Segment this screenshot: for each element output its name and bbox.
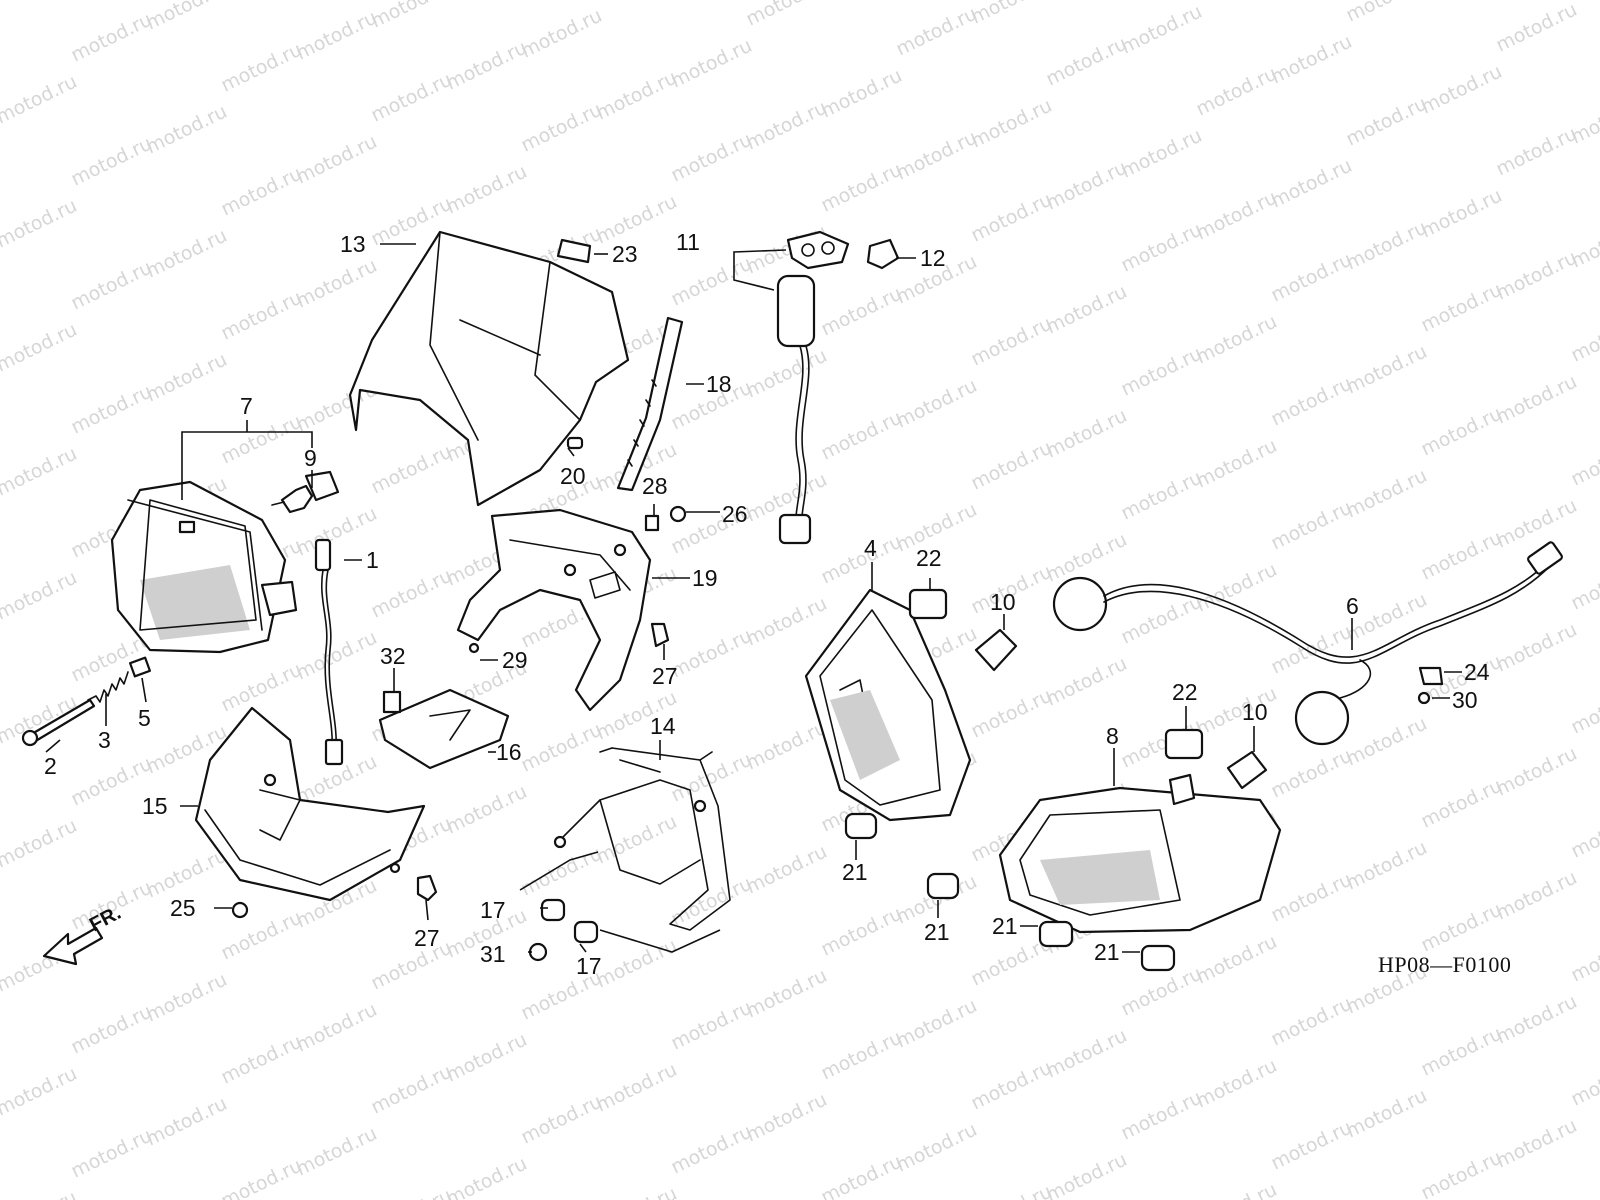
headlight-wire-harness: [1052, 541, 1563, 746]
callout-21-c: 21: [992, 913, 1018, 939]
cap-12: [866, 238, 900, 270]
callout-22-lower: 22: [1172, 679, 1198, 705]
hose-texture: [627, 379, 657, 467]
callout-32: 32: [380, 643, 406, 669]
headlight-4: [804, 588, 972, 822]
bolt-26: [669, 505, 687, 523]
diagram-code: HP08—F0100: [1378, 952, 1511, 977]
callout-10-lower: 10: [1242, 699, 1268, 725]
collar-17-lower: [573, 920, 599, 944]
callout-26: 26: [722, 501, 748, 527]
front-direction-arrow-icon: [42, 926, 104, 966]
bulb-10-upper: [974, 628, 1018, 672]
clip-24: [1418, 666, 1444, 686]
lower-headlight-cover: [194, 706, 426, 902]
callout-18: 18: [706, 371, 732, 397]
screw-30: [1417, 691, 1431, 705]
grommet-21-c: [1038, 920, 1074, 948]
callout-13: 13: [340, 231, 366, 257]
callout-12: 12: [920, 245, 946, 271]
front-direction-marker: FR.: [42, 902, 125, 966]
clip-23: [556, 238, 592, 264]
collar-17-upper: [540, 898, 566, 922]
breather-hose: [616, 316, 684, 492]
callout-14: 14: [650, 713, 676, 739]
screw-25: [231, 901, 249, 919]
callout-16: 16: [496, 739, 522, 765]
adjust-screw-assembly: [21, 656, 152, 747]
callout-20: 20: [560, 463, 586, 489]
callout-15: 15: [142, 793, 168, 819]
callout-27-upper: 27: [652, 663, 678, 689]
grommet-20: [566, 436, 584, 450]
callout-3: 3: [98, 727, 111, 753]
callout-21-a: 21: [842, 859, 868, 885]
clip-27-upper: [650, 622, 670, 648]
clip-27-lower: [416, 874, 438, 902]
callout-23: 23: [612, 241, 638, 267]
callout-2: 2: [44, 753, 57, 779]
headlight-unit-left: [110, 480, 298, 654]
damper-22-lower: [1164, 728, 1204, 760]
callout-17-lower: 17: [576, 953, 602, 979]
callout-27-lower: 27: [414, 925, 440, 951]
bolt-32: [382, 690, 402, 714]
grommet-21-a: [844, 812, 878, 840]
bulb-10-lower: [1226, 750, 1268, 790]
callout-19: 19: [692, 565, 718, 591]
screw-29: [468, 642, 480, 654]
clip-28: [644, 514, 660, 532]
grommet-21-d: [1140, 944, 1176, 972]
bulb-socket-harness: [314, 538, 344, 766]
callout-22-upper: 22: [916, 545, 942, 571]
callout-9: 9: [304, 445, 317, 471]
leader-lines: [45, 243, 1462, 953]
callout-25: 25: [170, 895, 196, 921]
callout-6: 6: [1346, 593, 1359, 619]
headlight-8: [998, 773, 1282, 934]
headlight-stay: [553, 747, 731, 931]
callout-11: 11: [676, 229, 700, 255]
callout-31: 31: [480, 941, 506, 967]
callout-21-b: 21: [924, 919, 950, 945]
callout-21-d: 21: [1094, 939, 1120, 965]
callout-28: 28: [642, 473, 668, 499]
headlight-bulb: [271, 470, 340, 514]
callout-24: 24: [1464, 659, 1490, 685]
nut-31: [528, 942, 548, 962]
callout-1: 1: [366, 547, 379, 573]
callout-29: 29: [502, 647, 528, 673]
callout-10-upper: 10: [990, 589, 1016, 615]
damper-22-upper: [908, 588, 948, 620]
grommet-21-b: [926, 872, 960, 900]
inner-panel: [456, 508, 652, 712]
callout-30: 30: [1452, 687, 1478, 713]
callout-8: 8: [1106, 723, 1119, 749]
socket-switch-assembly: [776, 230, 850, 545]
callout-17-upper: 17: [480, 897, 506, 923]
callout-4: 4: [864, 535, 877, 561]
mounting-plate: [378, 688, 510, 770]
callout-7: 7: [240, 393, 253, 419]
upper-cowl: [348, 230, 630, 507]
callout-labels: 1 2 3 4 5 6 7 8 9 10 10 11 12 13 14 15 1…: [44, 229, 1490, 979]
callout-5: 5: [138, 705, 151, 731]
